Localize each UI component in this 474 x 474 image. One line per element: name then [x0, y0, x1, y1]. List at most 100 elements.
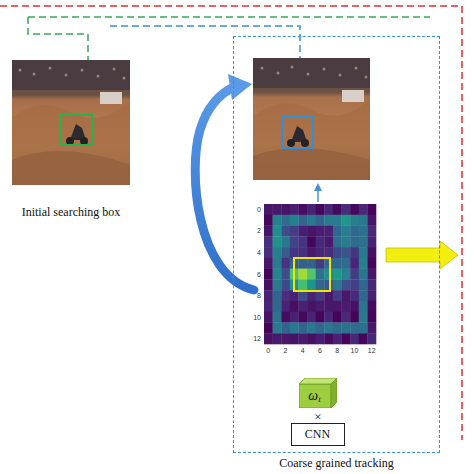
- heatmap-cell: [350, 226, 359, 237]
- heatmap-cell: [316, 279, 325, 290]
- arrow-head: [314, 183, 322, 191]
- heatmap-cell: [350, 290, 359, 301]
- heatmap-cell: [264, 258, 273, 269]
- output-arrow: [386, 241, 458, 269]
- heatmap-cell: [350, 322, 359, 333]
- heatmap-cell: [350, 247, 359, 258]
- heatmap-cell: [307, 269, 316, 280]
- heatmap-cell: [290, 333, 299, 344]
- heatmap-cell: [264, 226, 273, 237]
- heatmap-cell: [307, 204, 316, 215]
- heatmap-cell: [350, 258, 359, 269]
- heatmap-cell: [333, 301, 342, 312]
- heatmap-cell: [359, 204, 368, 215]
- heatmap-cell: [281, 279, 290, 290]
- heatmap-cell: [307, 279, 316, 290]
- heatmap-cell: [281, 301, 290, 312]
- heatmap-cell: [273, 333, 282, 344]
- photo: [12, 60, 130, 185]
- heatmap-cell: [307, 258, 316, 269]
- heatmap-cell: [316, 258, 325, 269]
- heatmap-cell: [324, 322, 333, 333]
- heatmap-cell: [273, 258, 282, 269]
- panel-caption: Initial searching box: [22, 205, 121, 220]
- heatmap-cell: [359, 333, 368, 344]
- heatmap-cell: [342, 301, 351, 312]
- heatmap-cell: [316, 312, 325, 323]
- highlight-box: [294, 258, 330, 291]
- heatmap-cell: [264, 215, 273, 226]
- heatmap-cell: [273, 312, 282, 323]
- heatmap-cell: [342, 247, 351, 258]
- heatmap-cell: [359, 322, 368, 333]
- heatmap-cell: [359, 226, 368, 237]
- heatmap-cell: [316, 215, 325, 226]
- heatmap-cell: [281, 226, 290, 237]
- heatmap-cell: [324, 279, 333, 290]
- heatmap-cell: [367, 269, 376, 280]
- heatmap-cell: [333, 333, 342, 344]
- heatmap-cell: [290, 215, 299, 226]
- heatmap-cell: [281, 204, 290, 215]
- heatmap-cell: [264, 204, 273, 215]
- x-tick-label: 10: [351, 347, 359, 354]
- heatmap-cell: [342, 204, 351, 215]
- heatmap-cell: [342, 258, 351, 269]
- heatmap-cell: [273, 269, 282, 280]
- heatmap-cell: [324, 215, 333, 226]
- heatmap-cell: [367, 258, 376, 269]
- heatmap-cell: [367, 301, 376, 312]
- heatmap-cell: [316, 269, 325, 280]
- heatmap-cell: [350, 301, 359, 312]
- heatmap-cell: [264, 301, 273, 312]
- heatmap-cell: [273, 290, 282, 301]
- heatmap-cell: [264, 279, 273, 290]
- heatmap-cell: [333, 236, 342, 247]
- heatmap-cell: [307, 236, 316, 247]
- green-dashed-line: [28, 16, 430, 18]
- heatmap-cell: [359, 247, 368, 258]
- heatmap-cell: [307, 301, 316, 312]
- heatmap-cell: [298, 322, 307, 333]
- heatmap-cell: [307, 215, 316, 226]
- heatmap-cell: [359, 279, 368, 290]
- heatmap-cell: [273, 236, 282, 247]
- y-tick-label: 6: [257, 271, 261, 278]
- heatmap-cell: [324, 204, 333, 215]
- heatmap-cell: [367, 290, 376, 301]
- curved-arrow: [195, 86, 254, 290]
- heatmap-cell: [333, 312, 342, 323]
- heatmap-cell: [333, 204, 342, 215]
- y-tick-label: 12: [253, 335, 261, 342]
- arrow-head: [228, 74, 252, 100]
- x-tick-label: 8: [335, 347, 339, 354]
- heatmap-cell: [333, 322, 342, 333]
- heatmap-cell: [298, 258, 307, 269]
- heatmap-cell: [367, 226, 376, 237]
- heatmap-cell: [350, 279, 359, 290]
- heatmap-cell: [264, 333, 273, 344]
- cube-label: ωt: [299, 384, 331, 408]
- heatmap-cell: [290, 236, 299, 247]
- heatmap-cell: [298, 279, 307, 290]
- heatmap-cell: [298, 312, 307, 323]
- stage-box: ωtCNNCoarse grained tracking: [233, 36, 440, 453]
- heatmap-cell: [298, 247, 307, 258]
- process-box: CNN: [291, 423, 345, 446]
- heatmap-cell: [307, 333, 316, 344]
- heatmap-cell: [333, 290, 342, 301]
- y-tick-label: 8: [257, 292, 261, 299]
- heatmap-cell: [316, 236, 325, 247]
- heatmap-cell: [342, 226, 351, 237]
- heatmap-cell: [359, 215, 368, 226]
- heatmap-cell: [273, 204, 282, 215]
- heatmap-cell: [316, 226, 325, 237]
- heatmap-cell: [290, 312, 299, 323]
- heatmap-cell: [367, 312, 376, 323]
- heatmap-cell: [298, 269, 307, 280]
- heatmap-cell: [264, 247, 273, 258]
- heatmap-cell: [367, 333, 376, 344]
